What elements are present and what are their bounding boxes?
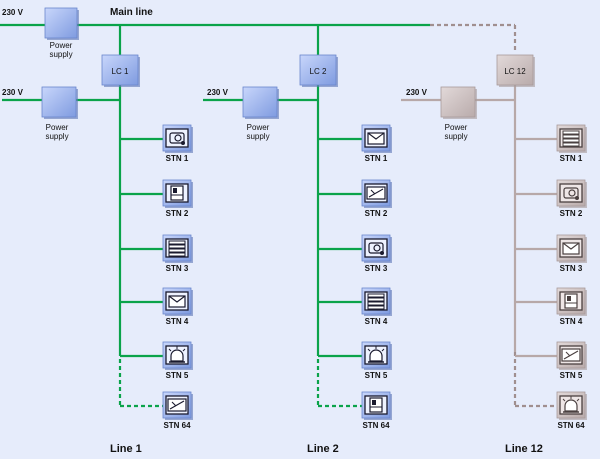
camera-icon bbox=[364, 238, 388, 258]
line-3-controller-box bbox=[496, 54, 534, 86]
line-2-controller-box bbox=[299, 54, 337, 86]
line-3-supply-label-1: Power bbox=[445, 123, 468, 132]
line-3-stn-label-5: STN 5 bbox=[560, 371, 583, 380]
line-1-stn-label-5: STN 5 bbox=[166, 371, 189, 380]
line-2-stn-label-6: STN 64 bbox=[362, 421, 390, 430]
line-2-stn-label-1: STN 1 bbox=[365, 154, 388, 163]
line-3-voltage-label: 230 V bbox=[406, 88, 428, 97]
panel-icon bbox=[364, 183, 388, 203]
line-3-power-supply-box bbox=[440, 86, 476, 118]
stack-icon bbox=[364, 291, 388, 311]
line-2-stn-label-2: STN 2 bbox=[365, 209, 388, 218]
line-2-supply-label-2: supply bbox=[246, 132, 269, 141]
stack-icon bbox=[165, 238, 189, 258]
line-3-controller-label: LC 12 bbox=[504, 67, 526, 76]
line-3-stn-label-6: STN 64 bbox=[557, 421, 585, 430]
camera-icon bbox=[165, 128, 189, 148]
detector-icon bbox=[364, 395, 388, 415]
line-3-stn-label-3: STN 3 bbox=[560, 264, 583, 273]
panel-icon bbox=[165, 395, 189, 415]
line-1-stn-label-6: STN 64 bbox=[163, 421, 191, 430]
line-2-title: Line 2 bbox=[307, 443, 339, 455]
line-2-voltage-label: 230 V bbox=[207, 88, 229, 97]
nodes bbox=[41, 7, 587, 420]
envelope-icon bbox=[559, 238, 583, 258]
line-2-stn-label-4: STN 4 bbox=[365, 317, 388, 326]
line-2-stn-label-3: STN 3 bbox=[365, 264, 388, 273]
line-2-power-supply-box bbox=[242, 86, 278, 118]
line-1-supply-label-1: Power bbox=[46, 123, 69, 132]
stack-icon bbox=[559, 128, 583, 148]
line-3-stn-label-1: STN 1 bbox=[560, 154, 583, 163]
wires bbox=[0, 23, 557, 408]
camera-icon bbox=[559, 183, 583, 203]
line-2-controller-label: LC 2 bbox=[310, 67, 327, 76]
line-1-voltage-label: 230 V bbox=[2, 88, 24, 97]
detector-icon bbox=[559, 291, 583, 311]
main-line-label: Main line bbox=[110, 7, 153, 18]
line-1-power-supply-box bbox=[41, 86, 77, 118]
alarm-light-icon bbox=[559, 395, 583, 415]
line-1-stn-label-3: STN 3 bbox=[166, 264, 189, 273]
panel-icon bbox=[559, 345, 583, 365]
envelope-icon bbox=[165, 291, 189, 311]
line-1-supply-label-2: supply bbox=[45, 132, 68, 141]
top-power-supply-box bbox=[44, 7, 78, 39]
line-1-stn-label-2: STN 2 bbox=[166, 209, 189, 218]
line-1-controller-box bbox=[101, 54, 139, 86]
line-1-stn-label-4: STN 4 bbox=[166, 317, 189, 326]
line-1-controller-label: LC 1 bbox=[112, 67, 129, 76]
alarm-light-icon bbox=[165, 345, 189, 365]
line-2-supply-label-1: Power bbox=[247, 123, 270, 132]
envelope-icon bbox=[364, 128, 388, 148]
line-3-stn-label-2: STN 2 bbox=[560, 209, 583, 218]
top-voltage-label: 230 V bbox=[2, 8, 24, 17]
alarm-light-icon bbox=[364, 345, 388, 365]
line-1-title: Line 1 bbox=[110, 443, 142, 455]
detector-icon bbox=[165, 183, 189, 203]
top-supply-label-1: Power bbox=[50, 41, 73, 50]
line-3-supply-label-2: supply bbox=[444, 132, 467, 141]
top-supply-label-2: supply bbox=[49, 50, 72, 59]
line-2-stn-label-5: STN 5 bbox=[365, 371, 388, 380]
line-1-stn-label-1: STN 1 bbox=[166, 154, 189, 163]
line-3-title: Line 12 bbox=[505, 443, 543, 455]
line-3-stn-label-4: STN 4 bbox=[560, 317, 583, 326]
